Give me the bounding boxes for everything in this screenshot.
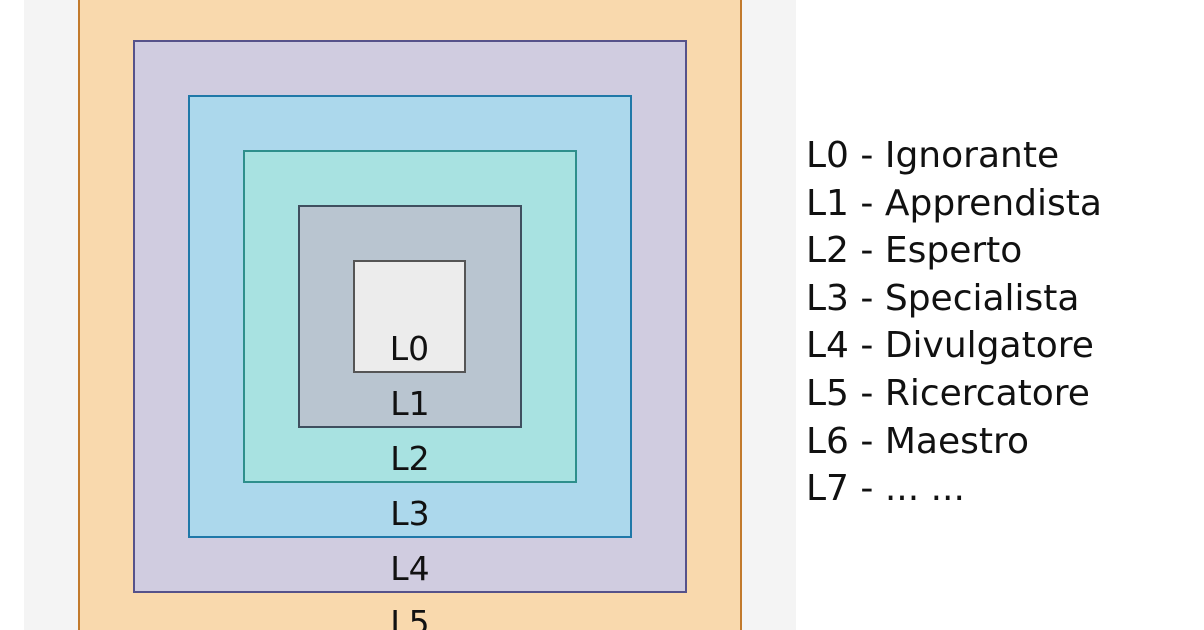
legend-item-l0: L0 - Ignorante — [806, 135, 1060, 176]
legend-item-l1: L1 - Apprendista — [806, 182, 1102, 224]
legend-item-l5: L5 - Ricercatore — [806, 372, 1090, 414]
legend-item-l3: L3 - Specialista — [806, 277, 1080, 319]
legend-item-l7: L7 - ... ... — [806, 468, 965, 510]
legend-item-l6: L6 - Maestro — [806, 420, 1030, 462]
legend-item-l2: L2 - Esperto — [806, 230, 1023, 272]
level-label-l5: L5 — [390, 603, 430, 630]
level-legend: L0 - Ignorante L1 - Apprendista L2 - Esp… — [806, 132, 1102, 513]
level-square-l0: L0 — [353, 260, 466, 373]
level-label-l3: L3 — [390, 494, 430, 533]
level-label-l2: L2 — [390, 439, 430, 478]
level-label-l4: L4 — [390, 549, 430, 588]
level-label-l1: L1 — [390, 384, 430, 423]
legend-item-l4: L4 - Divulgatore — [806, 325, 1094, 367]
level-label-l0: L0 — [389, 329, 430, 368]
